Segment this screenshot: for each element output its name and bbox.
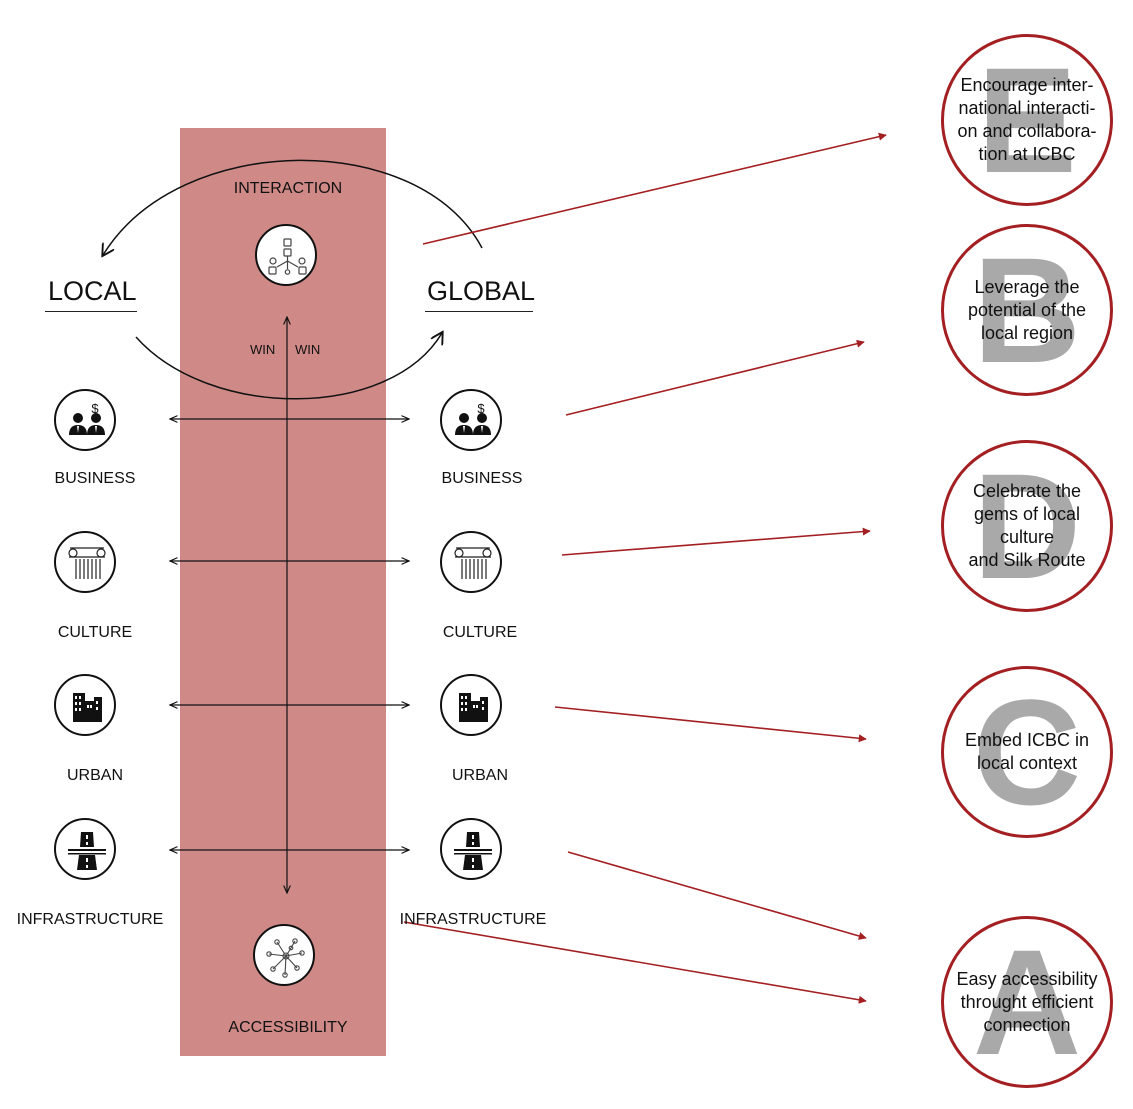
global-culture-label: CULTURE xyxy=(442,624,518,641)
goal-circle-b: B Leverage the potential of the local re… xyxy=(941,224,1113,396)
goal-text: Embed ICBC in local context xyxy=(964,730,1090,773)
goal-circle-e: E Encourage inter- national interacti- o… xyxy=(941,34,1113,206)
svg-text:$: $ xyxy=(91,401,99,416)
red-arrow-urban xyxy=(554,706,867,743)
local-culture-label: CULTURE xyxy=(57,624,133,641)
red-arrow-culture xyxy=(561,527,871,556)
goal-circle-c: C Embed ICBC in local context xyxy=(941,666,1113,838)
goal-letter: C xyxy=(972,668,1082,836)
win-left-label: WIN xyxy=(250,342,276,357)
global-business-label: BUSINESS xyxy=(441,470,523,487)
local-underline xyxy=(45,311,137,312)
local-urban-label: URBAN xyxy=(66,767,123,784)
global-title: GLOBAL xyxy=(427,276,536,306)
goal-circle-a: A Easy accessibility throught efficient … xyxy=(941,916,1113,1088)
global-infrastructure-label: INFRASTRUCTURE xyxy=(399,911,547,928)
global-culture-icon xyxy=(440,531,502,593)
top-curve-arrow xyxy=(103,159,483,255)
local-business-icon: $ xyxy=(54,389,116,451)
red-arrow-interaction xyxy=(422,132,887,245)
goal-text: Encourage inter- national interacti- on … xyxy=(957,75,1097,164)
local-urban-icon xyxy=(54,674,116,736)
global-underline xyxy=(425,311,533,312)
svg-text:$: $ xyxy=(477,401,485,416)
red-arrow-accessibility xyxy=(403,921,867,1004)
red-arrow-business xyxy=(565,339,865,416)
local-culture-icon xyxy=(54,531,116,593)
interaction-icon xyxy=(255,224,317,286)
goal-text: Leverage the potential of the local regi… xyxy=(967,276,1087,343)
win-right-label: WIN xyxy=(295,342,321,357)
goal-letter: B xyxy=(972,226,1082,394)
global-business-icon: $ xyxy=(440,389,502,451)
interaction-label: INTERACTION xyxy=(233,180,343,197)
goal-circle-d: D Celebrate the gems of local culture an… xyxy=(941,440,1113,612)
accessibility-label: ACCESSIBILITY xyxy=(228,1019,348,1036)
global-infrastructure-icon xyxy=(440,818,502,880)
goal-letter: A xyxy=(972,918,1082,1086)
goal-letter: E xyxy=(976,36,1078,204)
goal-text: Celebrate the gems of local culture and … xyxy=(968,481,1086,570)
goal-letter: D xyxy=(972,442,1082,610)
local-business-label: BUSINESS xyxy=(54,470,136,487)
local-infrastructure-label: INFRASTRUCTURE xyxy=(16,911,164,928)
global-urban-icon xyxy=(440,674,502,736)
local-title: LOCAL xyxy=(48,276,137,306)
bottom-curve-arrow xyxy=(135,333,442,400)
red-arrow-infrastructure xyxy=(567,851,867,940)
local-infrastructure-icon xyxy=(54,818,116,880)
accessibility-icon xyxy=(253,924,315,986)
goal-text: Easy accessibility throught efficient co… xyxy=(956,968,1098,1035)
global-urban-label: URBAN xyxy=(451,767,508,784)
